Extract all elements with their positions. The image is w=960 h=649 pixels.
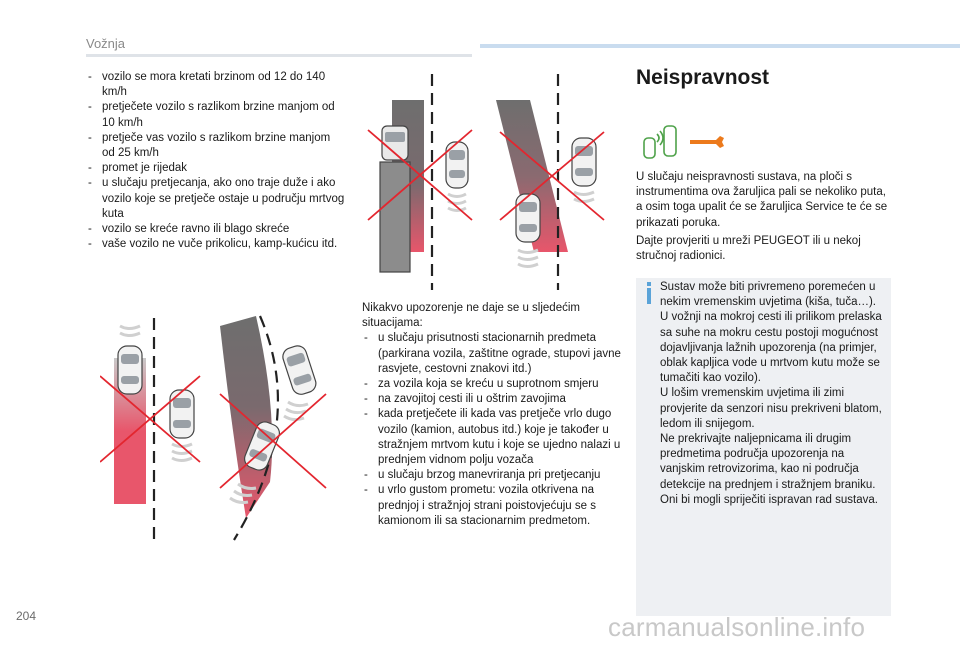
car-own [571, 137, 597, 187]
header-divider [86, 54, 472, 57]
note-paragraph: Ne prekrivajte naljepnicama ili drugim p… [660, 433, 878, 506]
info-note-box: Sustav može biti privremeno poremećen u … [636, 278, 891, 616]
car-oncoming [515, 193, 541, 243]
note-paragraph: U vožnji na mokroj cesti ili prilikom pr… [660, 311, 882, 385]
illustration-curved-road [100, 315, 327, 541]
section-title: Neispravnost [636, 66, 770, 89]
cross-mark [367, 129, 473, 221]
list-item: vozilo se mora kretati brzinom od 12 do … [86, 70, 346, 100]
no-warning-intro: Nikakvo upozorenje ne daje se u sljedeći… [362, 302, 580, 330]
list-item: promet je rijedak [86, 161, 346, 176]
section-label: Vožnja [86, 36, 126, 51]
list-item: na zavojitoj cesti ili u oštrim zavojima [362, 392, 624, 407]
malfunction-description: U slučaju neispravnosti sustava, na ploč… [636, 171, 888, 229]
list-item: pretječe vas vozilo s razlikom brzine ma… [86, 131, 346, 161]
list-item: vozilo se kreće ravno ili blago skreće [86, 222, 346, 237]
car-curve-ahead [282, 345, 317, 395]
service-wrench-icon [690, 136, 724, 148]
no-warning-list: u slučaju prisutnosti stacionarnih predm… [362, 331, 624, 529]
car-overtaking [117, 345, 143, 395]
cross-mark [100, 375, 201, 463]
header-accent-bar [480, 44, 960, 48]
conditions-list: vozilo se mora kretati brzinom od 12 do … [86, 70, 346, 253]
list-item: pretječete vozilo s razlikom brzine manj… [86, 100, 346, 130]
blind-spot-warning-icon [643, 125, 677, 159]
truck [379, 125, 411, 273]
sensor-waves [517, 190, 595, 268]
list-item: u slučaju prisutnosti stacionarnih predm… [362, 331, 624, 377]
watermark: carmanualsonline.info [608, 612, 866, 642]
warning-lamps [643, 125, 724, 159]
lane-line [233, 315, 280, 541]
list-item: za vozila koja se kreću u suprotnom smje… [362, 377, 624, 392]
list-item: u vrlo gustom prometu: vozila otkrivena … [362, 483, 624, 529]
info-note-text: Sustav može biti privremeno poremećen u … [660, 280, 886, 508]
detection-zone [496, 100, 568, 252]
dealer-advice: Dajte provjeriti u mreži PEUGEOT ili u n… [636, 235, 861, 263]
no-warning-column: Nikakvo upozorenje ne daje se u sljedeći… [362, 301, 624, 529]
list-item: vaše vozilo ne vuče prikolicu, kamp-kući… [86, 237, 346, 252]
sensor-waves [447, 192, 467, 212]
cross-mark [499, 131, 605, 221]
list-item: kada pretječete ili kada vas pretječe vr… [362, 407, 624, 468]
note-paragraph: U lošim vremenskim uvjetima ili zimi pro… [660, 387, 882, 430]
illustration-stationary-objects [367, 74, 605, 290]
list-item: u slučaju brzog manevriranja pri pretjec… [362, 468, 624, 483]
page-number: 204 [16, 609, 37, 623]
note-paragraph: Sustav može biti privremeno poremećen u … [660, 281, 876, 309]
sensor-waves [229, 400, 309, 504]
car-own [169, 389, 195, 439]
conditions-list-column: vozilo se mora kretati brzinom od 12 do … [86, 70, 346, 253]
cross-mark [219, 393, 327, 489]
info-icon [647, 282, 651, 304]
list-item: u slučaju pretjecanja, ako ono traje duž… [86, 176, 346, 222]
